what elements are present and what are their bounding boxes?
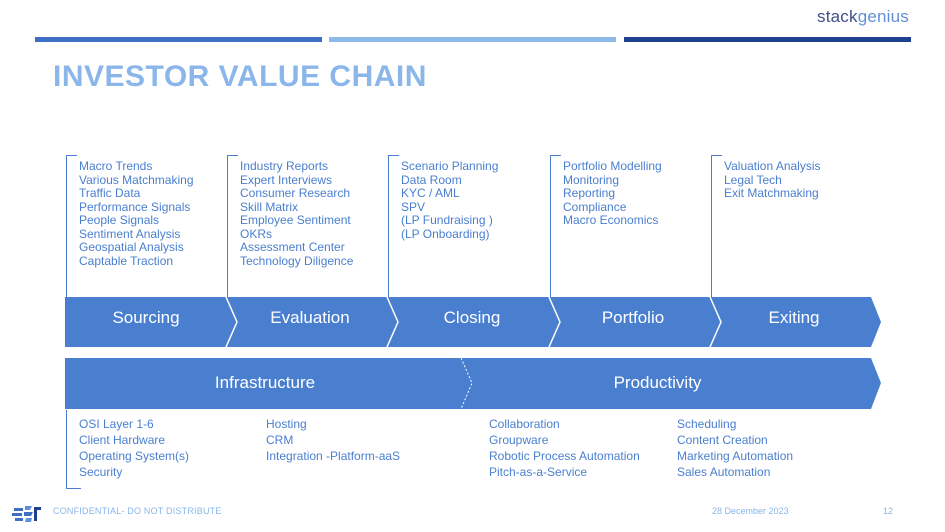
brand-name-part1: stack — [817, 7, 858, 26]
list-item: Macro Economics — [563, 213, 659, 227]
list-item: Scenario Planning — [401, 159, 499, 173]
list-item: Sentiment Analysis — [79, 226, 181, 241]
list-item: SPV — [401, 199, 426, 214]
list-item: Robotic Process Automation — [489, 449, 640, 463]
header-bar-2 — [329, 37, 616, 42]
list-item: Hosting — [266, 417, 307, 431]
list-item: Content Creation — [677, 433, 768, 447]
brand-name-part2: genius — [857, 7, 909, 26]
list-item: Operating System(s) — [79, 449, 190, 463]
list-item: Collaboration — [489, 417, 560, 431]
footer-date: 28 December 2023 — [712, 506, 789, 516]
header-bar-3 — [624, 37, 911, 42]
list-item: Captable Traction — [79, 253, 174, 268]
list-item: Portfolio Modelling — [563, 159, 662, 173]
list-item: Sales Automation — [677, 465, 771, 479]
list-item: (LP Onboarding) — [401, 226, 490, 241]
confidential-notice: CONFIDENTIAL- DO NOT DISTRIBUTE — [53, 506, 222, 516]
list-item: Geospatial Analysis — [79, 240, 184, 254]
list-item: Employee Sentiment — [240, 213, 351, 227]
chevron-divider-2 — [386, 296, 399, 348]
infrastructure-band — [65, 358, 881, 409]
list-item: Skill Matrix — [240, 199, 299, 214]
page-number: 12 — [883, 506, 894, 516]
infrastructure-label: Infrastructure — [214, 373, 316, 392]
stage-label-evaluation: Evaluation — [270, 308, 350, 327]
infrastructure-divider — [460, 357, 473, 410]
page-title: INVESTOR VALUE CHAIN — [53, 60, 427, 93]
stage-label-portfolio: Portfolio — [601, 308, 665, 327]
list-item: Legal Tech — [724, 172, 782, 187]
chevron-divider-4 — [709, 296, 722, 348]
list-item: Performance Signals — [79, 199, 191, 214]
list-item: Scheduling — [677, 417, 737, 431]
stage-label-exiting: Exiting — [768, 308, 820, 327]
list-item: Pitch-as-a-Service — [489, 465, 588, 479]
list-item: Reporting — [563, 186, 616, 200]
productivity-label: Productivity — [613, 373, 702, 392]
list-item: Technology Diligence — [240, 253, 354, 268]
chevron-band — [65, 297, 881, 347]
stage-label-sourcing: Sourcing — [112, 308, 180, 327]
list-item: Client Hardware — [79, 433, 166, 447]
list-item: People Signals — [79, 213, 160, 227]
list-item: Security — [79, 465, 123, 479]
list-item: Data Room — [401, 172, 462, 187]
list-item: Expert Interviews — [240, 172, 333, 187]
list-item: KYC / AML — [401, 186, 460, 200]
list-item: Integration -Platform-aaS — [266, 449, 401, 463]
list-item: (LP Fundraising ) — [401, 213, 493, 227]
list-item: CRM — [266, 433, 294, 447]
chevron-divider-1 — [225, 296, 238, 348]
list-item: Valuation Analysis — [724, 159, 821, 173]
brand-mark-icon — [12, 506, 41, 522]
brand-logo: stackgenius — [817, 7, 909, 27]
list-item: Industry Reports — [240, 159, 329, 173]
list-item: Traffic Data — [79, 186, 141, 200]
chevron-divider-3 — [548, 296, 561, 348]
stage-label-closing: Closing — [443, 308, 501, 327]
list-item: Compliance — [563, 199, 627, 214]
header-bar-1 — [35, 37, 322, 42]
list-item: Exit Matchmaking — [724, 186, 819, 200]
list-item: Various Matchmaking — [79, 172, 194, 187]
list-item: Assessment Center — [240, 240, 345, 254]
list-item: Monitoring — [563, 172, 620, 187]
list-item: Macro Trends — [79, 159, 153, 173]
infrastructure-bracket — [66, 410, 81, 489]
list-item: OKRs — [240, 226, 273, 241]
list-item: OSI Layer 1-6 — [79, 417, 154, 431]
list-item: Marketing Automation — [677, 449, 794, 463]
list-item: Consumer Research — [240, 186, 351, 200]
list-item: Groupware — [489, 433, 549, 447]
